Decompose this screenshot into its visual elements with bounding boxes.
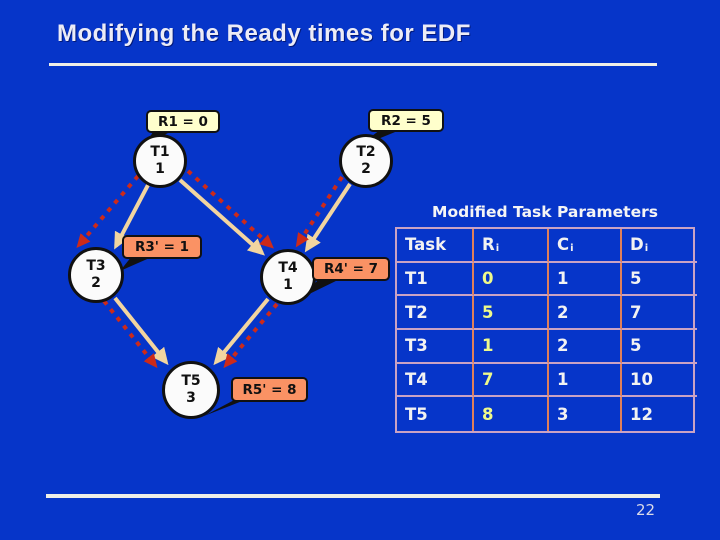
col-header-di: D i [622, 229, 697, 263]
task-label: T3 [86, 257, 106, 274]
edge-t3-t5 [113, 296, 169, 366]
table-cell-task: T1 [397, 262, 474, 297]
callout-r3-modified: R3' = 1 [122, 235, 202, 259]
table-cell-ri: 5 [474, 296, 549, 330]
header-text: C [557, 235, 570, 255]
col-header-ci: C i [549, 229, 622, 263]
callout-r1: R1 = 0 [146, 110, 220, 133]
tail-r4 [301, 278, 342, 298]
table-cell-ci: 1 [549, 262, 622, 297]
header-subscript: i [644, 243, 649, 255]
table-cell-di: 7 [622, 296, 697, 330]
edge-t2-t4 [304, 182, 352, 253]
callout-r4-modified: R4' = 7 [312, 257, 390, 281]
task-computation-time: 1 [155, 161, 165, 177]
header-subscript: i [570, 243, 574, 255]
table-cell-ci: 1 [549, 363, 622, 398]
page-number: 22 [636, 501, 656, 519]
slide-title: Modifying the Ready times for EDF [57, 20, 471, 47]
table-cell-di: 12 [630, 404, 653, 424]
red-edge-t3-t5 [102, 299, 158, 369]
tail-r3 [120, 256, 154, 271]
table-cell-ci: 3 [549, 397, 622, 431]
table-cell-ci: 2 [549, 296, 622, 330]
table-cell-ri: 1 [474, 330, 549, 364]
task-label: T5 [181, 372, 201, 389]
table-cell-task: T2 [397, 296, 474, 330]
modified-ready-arrows [76, 169, 344, 369]
task-computation-time: 1 [283, 277, 293, 293]
col-header-ri: R i [474, 229, 549, 263]
col-header-task: Task [397, 229, 474, 263]
header-text: R [482, 235, 495, 255]
table-cell-task: T5 [397, 397, 474, 431]
task-computation-time: 3 [186, 390, 196, 406]
precedence-arrows [113, 178, 352, 366]
table-title: Modified Task Parameters [432, 203, 658, 221]
task-node-t3: T3 2 [68, 247, 124, 303]
task-label: T2 [356, 143, 376, 160]
table-cell-di: 5 [622, 330, 697, 364]
table-cell-di: 5 [622, 263, 697, 297]
task-computation-time: 2 [361, 161, 371, 177]
red-edge-t4-t5 [223, 302, 279, 369]
header-text: D [630, 235, 644, 255]
modified-task-parameters-table: Task R i C i D i T1 0 1 5 T2 5 2 7 T3 1 … [395, 227, 697, 433]
header-subscript: i [495, 243, 500, 255]
edge-t1-t3 [114, 184, 150, 250]
task-computation-time: 2 [91, 275, 101, 291]
table-cell-ri: 0 [474, 262, 549, 297]
red-edge-t1-t3 [76, 174, 140, 249]
footer-divider [46, 494, 660, 498]
callout-r2: R2 = 5 [368, 109, 444, 132]
callout-r5-modified: R5' = 8 [231, 377, 308, 402]
table-cell-ri: 7 [474, 363, 549, 398]
task-node-t2: T2 2 [339, 134, 393, 188]
table-cell-ci: 2 [549, 330, 622, 364]
edge-t4-t5 [213, 297, 270, 366]
table-cell-task: T3 [397, 330, 474, 364]
red-edge-t2-t4 [295, 175, 344, 248]
red-edge-t1-t4 [186, 169, 274, 249]
table-cell-ri: 8 [474, 397, 549, 431]
table-cell-task: T4 [397, 363, 474, 398]
table-cell-di: 10 [622, 364, 697, 398]
edge-t1-t4 [178, 178, 265, 256]
task-node-t5: T5 3 [162, 361, 220, 419]
header-text: Task [405, 235, 447, 255]
title-divider [49, 63, 657, 66]
task-node-t4: T4 1 [260, 249, 316, 305]
task-label: T1 [150, 143, 170, 160]
task-node-t1: T1 1 [133, 134, 187, 188]
task-label: T4 [278, 259, 298, 276]
